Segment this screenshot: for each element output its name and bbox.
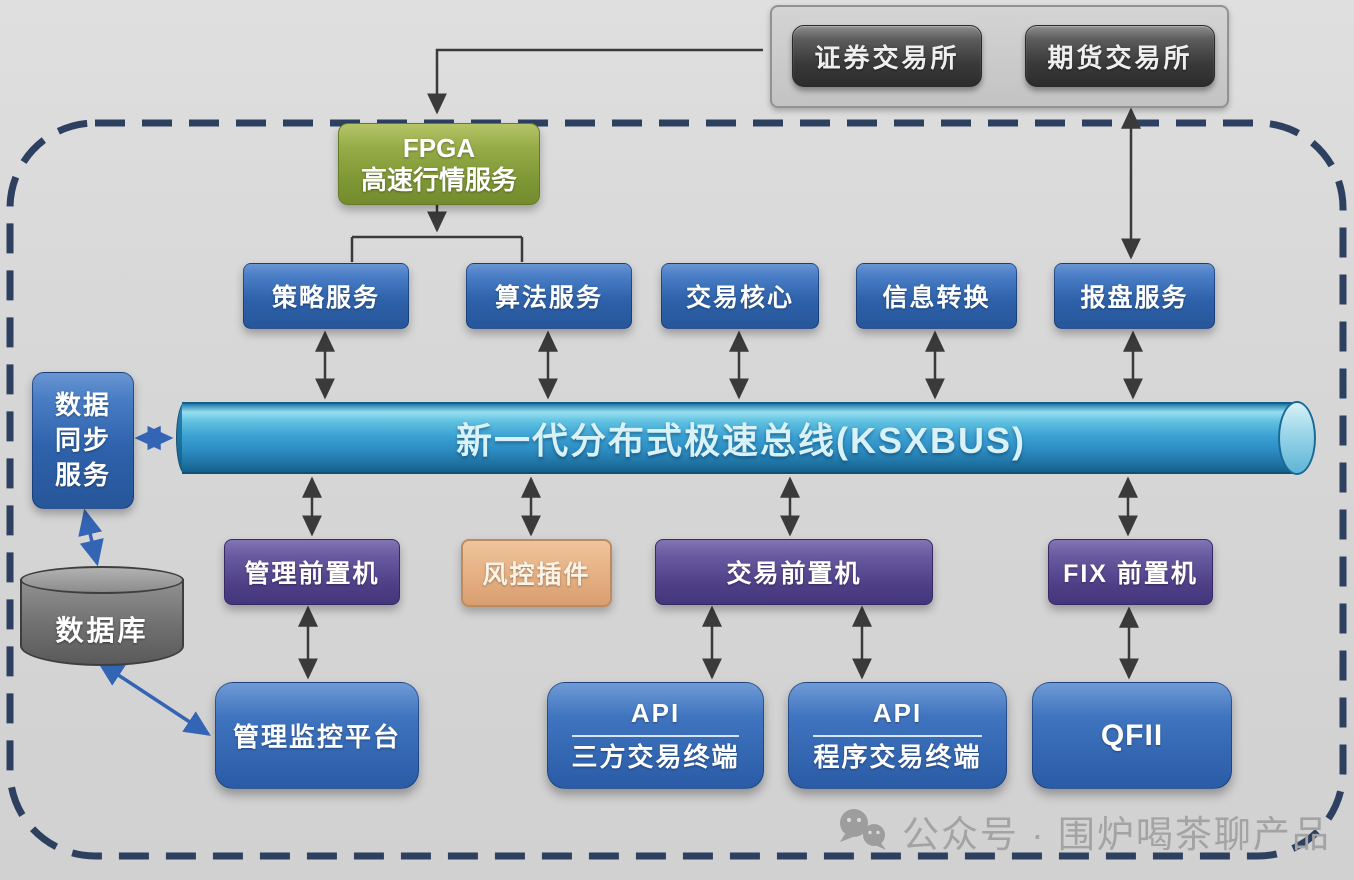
fpga-line1: FPGA	[402, 132, 476, 163]
node-securities-exchange: 证券交易所	[792, 25, 982, 87]
node-trading-core: 交易核心	[661, 263, 819, 329]
bus-label: 新一代分布式极速总线(KSXBUS)	[455, 420, 1026, 461]
arrow-exchanges-to-fpga	[427, 48, 763, 115]
bus-body: 新一代分布式极速总线(KSXBUS)	[182, 402, 1300, 474]
system-boundary	[6, 119, 1347, 860]
node-ksxbus-bus: 新一代分布式极速总线(KSXBUS)	[176, 401, 1316, 475]
node-trading-front: 交易前置机	[655, 539, 933, 605]
node-risk-plugin: 风控插件	[461, 539, 612, 607]
node-data-sync-service: 数据 同步 服务	[32, 372, 134, 509]
fpga-line2: 高速行情服务	[360, 165, 517, 195]
node-algo-service: 算法服务	[466, 263, 632, 329]
api1-divider	[571, 734, 740, 737]
node-database: 数据库	[20, 566, 184, 666]
node-strategy-service: 策略服务	[243, 263, 409, 329]
api2-divider	[812, 734, 983, 737]
node-futures-exchange: 期货交易所	[1025, 25, 1215, 87]
bus-right-cap	[1278, 401, 1316, 475]
black-arrows	[298, 48, 1143, 680]
api2-top: API	[872, 698, 923, 729]
sync-line3: 服务	[54, 460, 111, 491]
api1-top: API	[630, 698, 681, 729]
node-api-third-party: API 三方交易终端	[547, 682, 764, 789]
wechat-icon	[840, 809, 886, 850]
api1-bottom: 三方交易终端	[571, 741, 740, 772]
sync-line2: 同步	[54, 424, 111, 455]
sync-line1: 数据	[54, 389, 111, 420]
watermark-text: 公众号 · 围炉喝茶聊产品	[902, 814, 1331, 855]
blue-arrows	[78, 425, 211, 736]
node-fpga-market-service: FPGA 高速行情服务	[338, 123, 540, 205]
arrow-sync-db	[78, 508, 104, 567]
node-management-front: 管理前置机	[224, 539, 400, 605]
node-info-convert: 信息转换	[856, 263, 1017, 329]
exchanges-group: 证券交易所 期货交易所	[770, 5, 1229, 108]
node-monitor-platform: 管理监控平台	[215, 682, 419, 789]
arrow-db-platform	[97, 661, 211, 736]
database-top-cap	[20, 566, 184, 594]
watermark: 公众号 · 围炉喝茶聊产品	[836, 804, 1331, 858]
node-quote-service: 报盘服务	[1054, 263, 1215, 329]
api2-bottom: 程序交易终端	[813, 741, 982, 772]
fork-fpga-to-services	[350, 235, 524, 262]
node-qfii: QFII	[1032, 682, 1232, 789]
node-api-program: API 程序交易终端	[788, 682, 1007, 789]
node-fix-front: FIX 前置机	[1048, 539, 1213, 605]
